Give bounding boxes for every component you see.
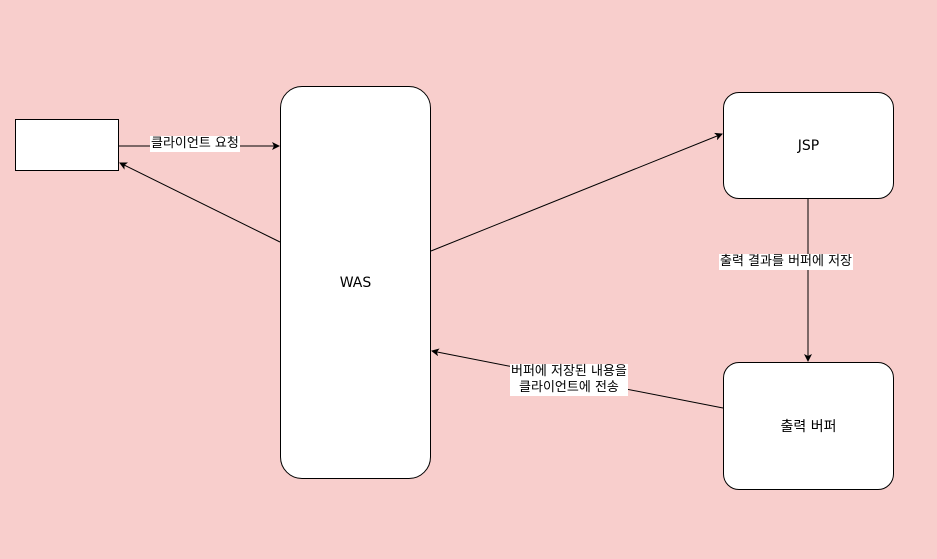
output-buffer-label: 출력 버퍼 bbox=[780, 419, 837, 435]
output-buffer-box: 출력 버퍼 bbox=[723, 362, 894, 490]
jsp-box: JSP bbox=[723, 92, 894, 199]
send-label-line-2: 클라이언트에 전송 bbox=[519, 380, 619, 395]
store-in-buffer-label: 출력 결과를 버퍼에 저장 bbox=[719, 254, 853, 270]
edge-was-to-client bbox=[119, 162, 281, 243]
was-label: WAS bbox=[339, 274, 372, 291]
send-label-line-1: 버퍼에 저장된 내용을 bbox=[511, 364, 627, 379]
client-request-label: 클라이언트 요청 bbox=[150, 136, 240, 152]
was-box: WAS bbox=[280, 86, 431, 479]
send-to-client-label: 버퍼에 저장된 내용을 클라이언트에 전송 bbox=[510, 364, 628, 396]
edge-was-to-jsp bbox=[430, 132, 723, 252]
jsp-label: JSP bbox=[797, 137, 820, 154]
client-box bbox=[15, 119, 119, 171]
